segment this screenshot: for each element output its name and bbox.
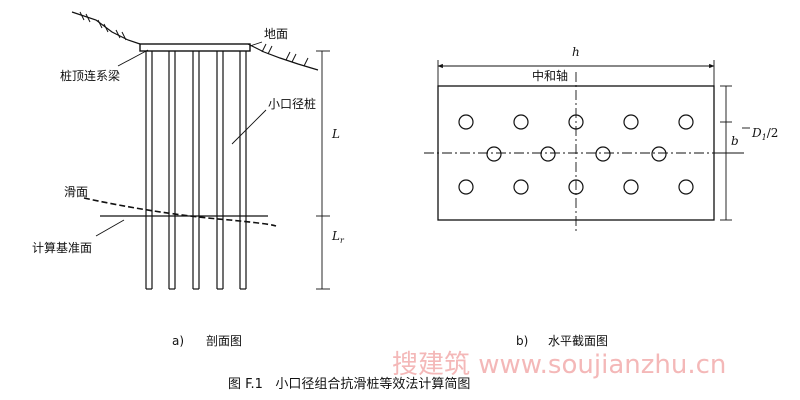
pile [192,51,200,290]
ground-line-right [247,43,319,71]
pile-circle [568,114,584,130]
b-label: b [731,134,739,148]
pile-circle [486,146,502,162]
pile-circle [595,146,611,162]
cap-beam-label: 桩顶连系梁 [60,68,120,83]
pile [168,51,176,290]
slip-surface-label: 滑面 [64,185,88,199]
figure-caption: 图 F.1 小口径组合抗滑桩等效法计算简图 [228,376,470,392]
h-label: h [572,45,580,59]
pile-circle [458,114,474,130]
dim-Lr-label: Lr [331,229,345,245]
calc-datum-label: 计算基准面 [32,240,92,255]
pile [216,51,224,290]
neutral-axis-label: 中和轴 [532,68,568,83]
d1-sub: 1 [762,133,767,142]
pile-circle [623,179,639,195]
pile-circle [540,146,556,162]
dim-L-label: L [331,127,340,141]
pile-circle [568,179,584,195]
pile-circle [513,179,529,195]
caption-b-index: b) [516,334,528,348]
pile-circle [678,179,694,195]
caption-a-text: 剖面图 [206,334,242,348]
caption-a-index: a) [172,334,184,348]
d1-main: D [751,126,762,140]
leader-ground [249,41,263,47]
d1-tail: /2 [767,126,779,140]
pile-circle [651,146,667,162]
section-view [71,11,330,290]
pile [145,51,153,290]
leader-calc-datum [95,219,125,237]
pile-circle [678,114,694,130]
pile-circle [458,179,474,195]
ground-hatch-right [261,43,309,67]
piles [145,51,247,290]
dim-Lr-sub: r [340,236,345,245]
d1-over-2-label: D1/2 [751,126,778,142]
small-pile-label: 小口径桩 [268,96,316,111]
caption-b-text: 水平截面图 [548,334,608,348]
plan-view [424,60,750,232]
cap-beam [139,43,251,52]
plan-piles [458,114,694,195]
ground-label: 地面 [264,27,288,41]
pile-circle [623,114,639,130]
leader-small-pile [231,109,267,145]
pile [239,51,247,290]
watermark: 搜建筑 www.soujianzhu.cn [392,350,726,380]
slip-surface-line [83,197,277,227]
leader-cap-beam [117,49,149,67]
ground-hatch-left [79,11,127,41]
pile-circle [513,114,529,130]
dim-Lr-main: L [331,229,340,243]
